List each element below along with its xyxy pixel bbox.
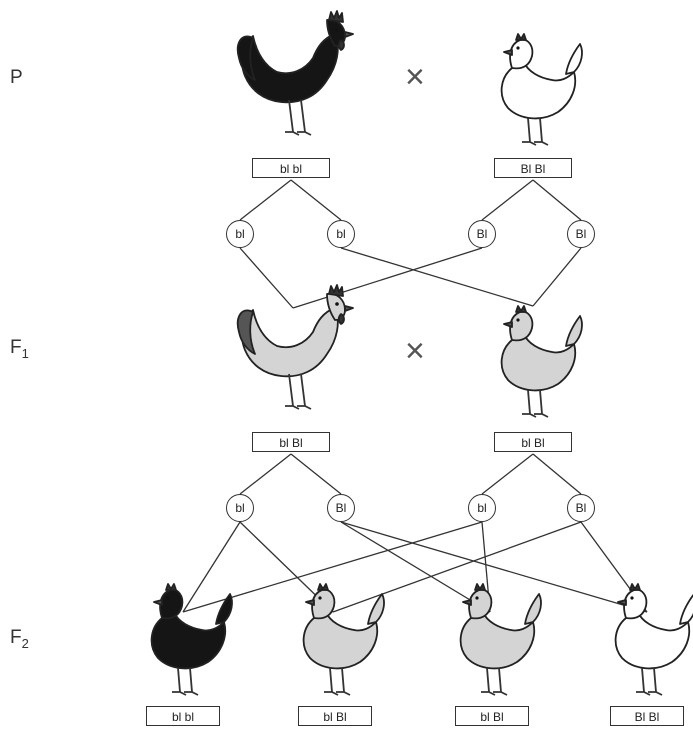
connector-line bbox=[182, 521, 483, 613]
cross-symbol-p: × bbox=[405, 58, 425, 96]
p-rooster-genotype: bl bl bbox=[252, 158, 330, 178]
connector-line bbox=[340, 247, 534, 307]
connector-line bbox=[290, 179, 342, 221]
p-gamete-4: Bl bbox=[567, 220, 595, 248]
f2-genotype-4: Bl Bl bbox=[610, 706, 684, 726]
connector-line bbox=[532, 453, 582, 495]
p-gamete-1: bl bbox=[226, 220, 254, 248]
f1-gamete-1: bl bbox=[226, 494, 254, 522]
connector-line bbox=[532, 179, 582, 221]
connector-line bbox=[239, 179, 292, 221]
f1-gamete-3: bl bbox=[468, 494, 496, 522]
f1-hen-genotype: bl Bl bbox=[494, 432, 572, 452]
f1-rooster bbox=[236, 284, 354, 410]
f2-hen-4 bbox=[614, 583, 693, 696]
f2-hen-2 bbox=[302, 583, 385, 696]
f2-genotype-1: bl bl bbox=[146, 706, 220, 726]
f1-rooster-genotype: bl Bl bbox=[252, 432, 330, 452]
p-generation-label: P bbox=[10, 67, 23, 88]
connector-line bbox=[340, 521, 648, 613]
connector-line bbox=[481, 453, 534, 495]
f2-genotype-3: bl Bl bbox=[455, 706, 529, 726]
p-rooster bbox=[236, 10, 354, 136]
connector-line bbox=[481, 179, 534, 221]
connector-line bbox=[340, 521, 491, 613]
p-gamete-3: Bl bbox=[468, 220, 496, 248]
cross-symbol-f1: × bbox=[405, 332, 425, 370]
f2-hen-1 bbox=[150, 583, 233, 696]
connector-line bbox=[292, 247, 483, 309]
f1-gamete-4: Bl bbox=[567, 494, 595, 522]
f1-gamete-2: Bl bbox=[327, 494, 355, 522]
f2-hen-3 bbox=[459, 583, 542, 696]
connector-line bbox=[239, 453, 292, 495]
connector-line bbox=[532, 247, 582, 307]
f2-genotype-2: bl Bl bbox=[298, 706, 372, 726]
p-hen-genotype: Bl Bl bbox=[494, 158, 572, 178]
f1-generation-label: F1 bbox=[10, 337, 29, 361]
p-gamete-2: bl bbox=[327, 220, 355, 248]
connector-line bbox=[182, 521, 241, 613]
p-hen bbox=[500, 33, 583, 146]
f2-generation-label: F2 bbox=[10, 627, 29, 651]
f1-hen bbox=[500, 305, 583, 418]
connector-line bbox=[239, 247, 294, 309]
connector-line bbox=[290, 453, 342, 495]
connector-line bbox=[332, 521, 582, 613]
